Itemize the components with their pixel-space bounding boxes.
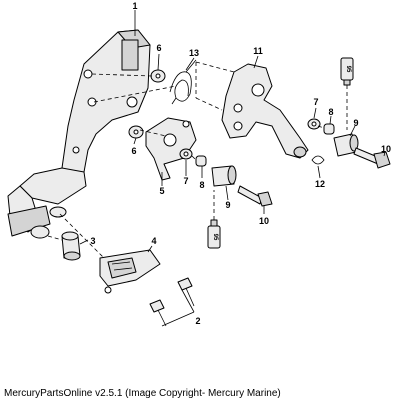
callout-10a: 10: [381, 144, 391, 154]
grease-tube-lower-icon: 95: [207, 219, 221, 249]
callout-10b: 10: [259, 216, 269, 226]
callout-13: 13: [189, 48, 199, 58]
part-13-spring: [169, 59, 197, 105]
part-7-washers: [179, 118, 321, 160]
image-caption: MercuryPartsOnline v2.5.1 (Image Copyrig…: [4, 388, 281, 399]
part-10-bolts: [237, 147, 391, 207]
alignment-lines: [47, 61, 348, 259]
callout-7b: 7: [183, 176, 188, 186]
part-9-spacers: [211, 133, 359, 187]
part-4-bracket: [99, 249, 161, 294]
callout-11: 11: [253, 46, 263, 56]
part-3-bushing: [61, 231, 81, 261]
callout-4: 4: [151, 236, 156, 246]
part-6-washers: [128, 69, 166, 139]
callout-5: 5: [159, 186, 164, 196]
grease-tube-upper-icon: 95: [340, 57, 354, 86]
callout-1: 1: [132, 1, 137, 11]
part-12-clip: [311, 155, 325, 165]
grease-tube-lower-label: 95: [212, 234, 218, 241]
callout-2: 2: [195, 316, 200, 326]
callout-3: 3: [90, 236, 95, 246]
leader-lines: [79, 10, 386, 327]
part-8-bushings: [195, 123, 335, 167]
callout-12: 12: [315, 179, 325, 189]
callout-numbers: 1 2 3 4 5 6 6 7 7 8 8 9 9 10 10 11 12 13: [90, 1, 391, 326]
callout-6a: 6: [156, 43, 161, 53]
callout-6b: 6: [131, 146, 136, 156]
part-11-arm: [221, 63, 309, 159]
part-1-bracket: [7, 29, 151, 239]
callout-7a: 7: [313, 97, 318, 107]
callout-8a: 8: [328, 107, 333, 117]
part-5-cam-lever: [145, 117, 197, 181]
grease-tube-upper-label: 95: [345, 66, 351, 73]
exploded-parts-diagram: 95 95: [7, 1, 391, 327]
callout-8b: 8: [199, 180, 204, 190]
part-2-screws: [149, 277, 195, 327]
callout-9b: 9: [225, 200, 230, 210]
callout-9a: 9: [353, 118, 358, 128]
